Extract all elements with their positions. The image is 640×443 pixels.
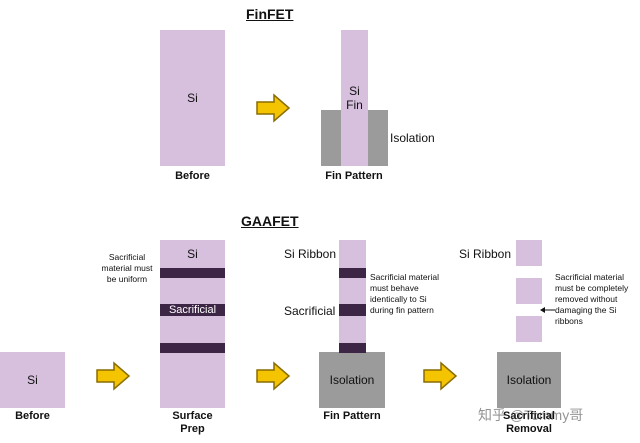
gaafet-fin-isolation-block: Isolation: [319, 352, 385, 408]
gaafet-surface-caption-line1: Surface: [172, 410, 213, 422]
finfet-isolation-left: [321, 110, 341, 166]
gaafet-removal-ribbon-3: [516, 316, 542, 342]
gaafet-fin-ribbon-label: Si Ribbon: [284, 247, 337, 261]
finfet-isolation-right: [368, 110, 388, 166]
gaafet-fin-stack: [339, 240, 366, 352]
gaafet-surface-stack: [160, 240, 225, 408]
gaafet-before-caption: Before: [15, 410, 50, 422]
gaafet-fin-sacrificial-label: Sacrificial: [284, 304, 336, 318]
finfet-title: FinFET: [246, 6, 294, 22]
gaafet-removal-caption: Sacrificial Removal: [489, 410, 569, 436]
gaafet-fin-isolation-label: Isolation: [329, 373, 375, 387]
gaafet-before-si-block: Si: [0, 352, 65, 408]
gaafet-removal-caption-line1: Sacrificial: [503, 410, 555, 422]
finfet-before-si-label: Si: [187, 91, 198, 105]
gaafet-fin-sacrificial-layer-1: [339, 268, 366, 278]
finfet-before-caption: Before: [175, 170, 210, 182]
right-arrow-icon: [256, 93, 291, 123]
watermark: 知乎 @Tommy哥: [478, 407, 584, 423]
gaafet-fin-sacrificial-layer-3: [339, 343, 366, 353]
finfet-fin-label-line1: Si: [349, 84, 360, 98]
right-arrow-icon: [256, 361, 291, 391]
gaafet-removal-ribbon-label: Si Ribbon: [459, 247, 512, 261]
gaafet-removal-ribbon-2: [516, 278, 542, 304]
gaafet-fin-sacrificial-layer-2: [339, 304, 366, 316]
gaafet-removal-isolation-block: Isolation: [497, 352, 561, 408]
gaafet-fin-caption: Fin Pattern: [323, 410, 381, 422]
gaafet-title: GAAFET: [241, 213, 299, 229]
gaafet-surface-sacrificial-layer-2: Sacrificial: [160, 304, 225, 316]
gaafet-removal-isolation-label: Isolation: [506, 373, 552, 387]
finfet-fin-label-line2: Fin: [346, 98, 363, 112]
gaafet-surface-caption-line2: Prep: [180, 423, 205, 435]
gaafet-surface-sacrificial-label: Sacrificial: [168, 304, 217, 316]
gaafet-before-si-label: Si: [27, 373, 38, 387]
finfet-si-fin: [341, 30, 368, 166]
finfet-isolation-label: Isolation: [390, 131, 435, 145]
right-arrow-icon: [423, 361, 458, 391]
finfet-fin-caption: Fin Pattern: [325, 170, 383, 182]
finfet-fin-label: Si Fin: [341, 84, 368, 112]
right-arrow-icon: [96, 361, 131, 391]
gaafet-surface-sacrificial-layer-3: [160, 343, 225, 353]
gaafet-surface-si-label: Si: [187, 247, 198, 261]
gaafet-fin-note: Sacrificial material must behave identic…: [370, 272, 439, 315]
gaafet-removal-ribbon-1: [516, 240, 542, 266]
gaafet-surface-note: Sacrificial material must be uniform: [101, 252, 153, 284]
note-pointer-arrow-icon: [540, 307, 555, 313]
finfet-before-si-block: Si: [160, 30, 225, 166]
gaafet-surface-caption: Surface Prep: [155, 410, 230, 436]
gaafet-removal-caption-line2: Removal: [506, 423, 552, 435]
gaafet-removal-note: Sacrificial material must be completely …: [555, 272, 629, 326]
gaafet-surface-sacrificial-layer-1: [160, 268, 225, 278]
